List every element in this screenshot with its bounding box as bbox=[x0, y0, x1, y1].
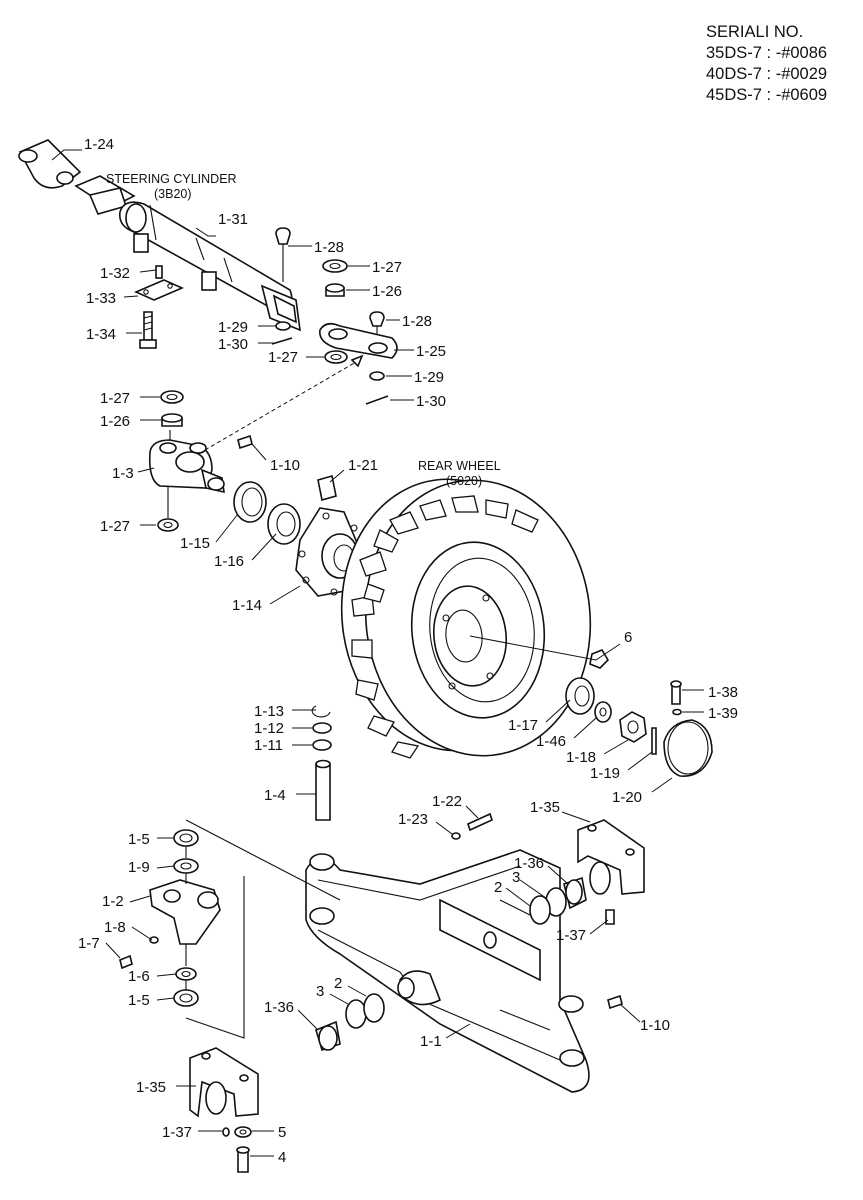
label-1-5-lower: 1-5 bbox=[128, 992, 150, 1009]
label-1-29-left: 1-29 bbox=[218, 319, 248, 336]
steering-cylinder-caption: STEERING CYLINDER bbox=[106, 172, 237, 186]
label-1-3: 1-3 bbox=[112, 465, 134, 482]
label-3-upper: 3 bbox=[512, 869, 520, 886]
axle-bolt bbox=[451, 812, 493, 840]
label-1-7: 1-7 bbox=[78, 935, 100, 952]
label-1-27-knuckle-top: 1-27 bbox=[100, 390, 130, 407]
label-1-26-knuckle: 1-26 bbox=[100, 413, 130, 430]
wheel-hardware bbox=[565, 649, 713, 777]
part-labels: 1-24 1-31 1-28 1-27 1-26 1-28 1-25 1-27 … bbox=[78, 136, 738, 1166]
grease-nipple-upper bbox=[237, 434, 253, 450]
label-1-22: 1-22 bbox=[432, 793, 462, 810]
leader-lines bbox=[51, 149, 704, 1157]
label-1-12: 1-12 bbox=[254, 720, 284, 737]
lower-bushing-shims bbox=[315, 993, 385, 1052]
axle-mount-lower bbox=[189, 1047, 259, 1173]
label-1-28-upper: 1-28 bbox=[314, 239, 344, 256]
axle-mount-upper bbox=[529, 819, 645, 925]
serial-line-45ds: 45DS-7 : -#0609 bbox=[706, 86, 828, 104]
label-1-37-lower: 1-37 bbox=[162, 1124, 192, 1141]
label-1-10-lower: 1-10 bbox=[640, 1017, 670, 1034]
label-1-14: 1-14 bbox=[232, 597, 262, 614]
label-2-lower: 2 bbox=[334, 975, 342, 992]
serial-line-35ds: 35DS-7 : -#0086 bbox=[706, 44, 828, 62]
label-1-27-knuckle-bottom: 1-27 bbox=[100, 518, 130, 535]
label-6: 6 bbox=[624, 629, 632, 646]
label-1-13: 1-13 bbox=[254, 703, 284, 720]
kingpin-set bbox=[311, 705, 332, 821]
hub-assembly bbox=[233, 474, 361, 597]
label-4: 4 bbox=[278, 1149, 286, 1166]
label-1-29-right: 1-29 bbox=[414, 369, 444, 386]
label-1-32: 1-32 bbox=[100, 265, 130, 282]
label-1-27-mid: 1-27 bbox=[268, 349, 298, 366]
label-1-20: 1-20 bbox=[612, 789, 642, 806]
label-1-17: 1-17 bbox=[508, 717, 538, 734]
steering-cylinder-code: (3B20) bbox=[154, 187, 192, 201]
label-1-31: 1-31 bbox=[218, 211, 248, 228]
label-1-38: 1-38 bbox=[708, 684, 738, 701]
label-3-lower: 3 bbox=[316, 983, 324, 1000]
label-1-39: 1-39 bbox=[708, 705, 738, 722]
rear-wheel bbox=[340, 478, 592, 759]
label-1-35-lower: 1-35 bbox=[136, 1079, 166, 1096]
alignment-line bbox=[204, 361, 357, 451]
label-1-30-left: 1-30 bbox=[218, 336, 248, 353]
label-1-18: 1-18 bbox=[566, 749, 596, 766]
label-1-10-upper: 1-10 bbox=[270, 457, 300, 474]
label-1-34: 1-34 bbox=[86, 326, 116, 343]
serial-line-40ds: 40DS-7 : -#0029 bbox=[706, 65, 828, 83]
label-1-19: 1-19 bbox=[590, 765, 620, 782]
label-1-25: 1-25 bbox=[416, 343, 446, 360]
label-1-30-right: 1-30 bbox=[416, 393, 446, 410]
serial-title: SERIALI NO. bbox=[706, 23, 804, 41]
label-1-36-lower: 1-36 bbox=[264, 999, 294, 1016]
label-1-23: 1-23 bbox=[398, 811, 428, 828]
label-1-36-upper: 1-36 bbox=[514, 855, 544, 872]
label-1-8: 1-8 bbox=[104, 919, 126, 936]
label-5: 5 bbox=[278, 1124, 286, 1141]
steering-cylinder bbox=[18, 139, 301, 332]
label-1-11: 1-11 bbox=[254, 737, 283, 754]
clamp-bracket bbox=[134, 265, 184, 349]
label-1-4: 1-4 bbox=[264, 787, 286, 804]
label-1-24: 1-24 bbox=[84, 136, 114, 153]
label-1-5-upper: 1-5 bbox=[128, 831, 150, 848]
label-1-28-lower: 1-28 bbox=[402, 313, 432, 330]
knuckle-bearing-stack bbox=[119, 819, 341, 1039]
label-1-6: 1-6 bbox=[128, 968, 150, 985]
label-1-15: 1-15 bbox=[180, 535, 210, 552]
label-1-46: 1-46 bbox=[536, 733, 566, 750]
label-1-37-upper: 1-37 bbox=[556, 927, 586, 944]
label-1-21: 1-21 bbox=[348, 457, 378, 474]
label-1-33: 1-33 bbox=[86, 290, 116, 307]
label-1-16: 1-16 bbox=[214, 553, 244, 570]
label-1-27-upper: 1-27 bbox=[372, 259, 402, 276]
serial-number-block: SERIALI NO. 35DS-7 : -#0086 40DS-7 : -#0… bbox=[706, 22, 827, 106]
label-2-upper: 2 bbox=[494, 879, 502, 896]
rear-axle bbox=[305, 849, 590, 1093]
label-1-26-upper: 1-26 bbox=[372, 283, 402, 300]
label-1-9: 1-9 bbox=[128, 859, 150, 876]
steering-knuckle bbox=[148, 390, 225, 532]
rear-wheel-code: (5020) bbox=[446, 474, 482, 488]
grease-nipple-lower bbox=[607, 994, 623, 1010]
label-1-2: 1-2 bbox=[102, 893, 124, 910]
label-1-1: 1-1 bbox=[420, 1033, 442, 1050]
label-1-35-upper: 1-35 bbox=[530, 799, 560, 816]
pin-washer-stack bbox=[271, 227, 398, 405]
rear-wheel-caption: REAR WHEEL bbox=[418, 459, 501, 473]
